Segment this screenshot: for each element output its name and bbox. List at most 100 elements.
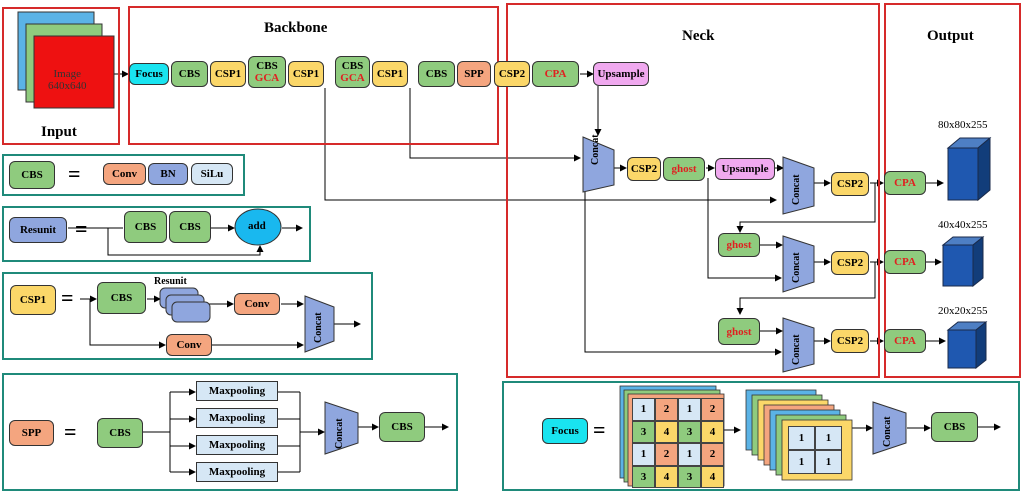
- input-image-line1: Image: [53, 68, 81, 80]
- focus-grid-cell: 2: [655, 398, 678, 421]
- csp2-block: CSP2: [831, 251, 869, 275]
- concat-label: Concat: [791, 174, 802, 205]
- csp1-block: CSP1: [288, 61, 324, 87]
- concat-label: Concat: [882, 416, 893, 447]
- bn-block: BN: [148, 163, 188, 185]
- csp2-block: CSP2: [494, 61, 530, 87]
- resunit-label: Resunit: [154, 276, 187, 287]
- focus-grid-cell: 3: [678, 420, 701, 443]
- cpa-block: CPA: [884, 329, 926, 353]
- input-image-label: Image 640x640: [48, 68, 87, 92]
- maxpooling-block: Maxpooling: [196, 462, 278, 482]
- output-size-label: 80x80x255: [938, 119, 988, 131]
- focus-block: Focus: [542, 418, 588, 444]
- input-image-line2: 640x640: [48, 80, 87, 92]
- csp2-block: CSP2: [831, 329, 869, 353]
- spp-legend-frame: [2, 373, 458, 491]
- maxpooling-block: Maxpooling: [196, 408, 278, 428]
- cbs-gca-block: CBS GCA: [335, 56, 370, 88]
- resunit-block: Resunit: [9, 217, 67, 243]
- csp2-block: CSP2: [627, 157, 661, 181]
- backbone-title: Backbone: [264, 20, 328, 36]
- cbs-block: CBS: [97, 418, 143, 448]
- cbs-block: CBS: [9, 161, 55, 189]
- add-label: add: [248, 220, 266, 232]
- ghost-block: ghost: [718, 233, 760, 257]
- focus-slice-cell: 1: [815, 450, 842, 474]
- cbs-legend-frame: [2, 154, 245, 196]
- concat-label: Concat: [791, 334, 802, 365]
- ghost-block: ghost: [718, 318, 760, 345]
- focus-grid-cell: 3: [678, 465, 701, 488]
- silu-block: SiLu: [191, 163, 233, 185]
- cbs-block: CBS: [171, 61, 208, 87]
- concat-shape: [582, 136, 615, 193]
- maxpooling-block: Maxpooling: [196, 435, 278, 455]
- csp2-block: CSP2: [831, 172, 869, 196]
- cpa-block: CPA: [884, 250, 926, 274]
- equals-sign: =: [75, 216, 88, 241]
- csp1-block: CSP1: [372, 61, 408, 87]
- focus-grid-cell: 1: [678, 443, 701, 466]
- focus-grid-cell: 2: [655, 443, 678, 466]
- focus-grid-cell: 1: [632, 398, 655, 421]
- csp1-block: CSP1: [210, 61, 246, 87]
- resunit-legend-frame: [2, 206, 311, 262]
- focus-grid-cell: 1: [632, 443, 655, 466]
- focus-slice-cell: 1: [788, 450, 815, 474]
- focus-grid-cell: 4: [701, 465, 724, 488]
- cpa-block: CPA: [532, 61, 579, 87]
- focus-grid-cell: 2: [701, 398, 724, 421]
- equals-sign: =: [593, 417, 606, 442]
- csp1-block: CSP1: [10, 285, 56, 315]
- cbs-label: CBS: [341, 60, 364, 72]
- cbs-block: CBS: [169, 211, 211, 243]
- maxpooling-block: Maxpooling: [196, 381, 278, 401]
- conv-block: Conv: [166, 334, 212, 356]
- cbs-block: CBS: [418, 61, 455, 87]
- output-title: Output: [927, 28, 974, 44]
- spp-block: SPP: [457, 61, 491, 87]
- focus-legend-frame: [502, 381, 1020, 491]
- upsample-block: Upsample: [593, 62, 649, 86]
- cbs-label: CBS: [256, 60, 278, 72]
- neck-title: Neck: [682, 28, 715, 44]
- gca-label: GCA: [340, 72, 365, 84]
- concat-label: Concat: [791, 252, 802, 283]
- equals-sign: =: [61, 285, 74, 310]
- conv-block: Conv: [103, 163, 146, 185]
- upsample-block: Upsample: [715, 158, 775, 180]
- focus-grid-cell: 4: [655, 420, 678, 443]
- output-size-label: 20x20x255: [938, 305, 988, 317]
- focus-grid-cell: 1: [678, 398, 701, 421]
- equals-sign: =: [64, 419, 77, 444]
- focus-grid-cell: 4: [701, 420, 724, 443]
- neck-frame: [506, 3, 880, 378]
- spp-block: SPP: [9, 420, 54, 446]
- focus-block: Focus: [129, 63, 169, 85]
- gca-label: GCA: [254, 72, 280, 84]
- concat-label: Concat: [334, 418, 345, 449]
- csp1-legend-frame: [2, 272, 373, 360]
- focus-slice-cell: 1: [788, 426, 815, 450]
- focus-grid-cell: 3: [632, 420, 655, 443]
- focus-slice-cell: 1: [815, 426, 842, 450]
- ghost-block: ghost: [663, 157, 705, 181]
- cbs-block: CBS: [379, 412, 425, 442]
- conv-block: Conv: [234, 293, 280, 315]
- cbs-block: CBS: [931, 412, 978, 442]
- concat-label: Concat: [313, 312, 324, 343]
- equals-sign: =: [68, 161, 81, 186]
- cbs-gca-block: CBS GCA: [248, 56, 286, 88]
- cpa-block: CPA: [884, 171, 926, 195]
- output-size-label: 40x40x255: [938, 219, 988, 231]
- concat-label: Concat: [590, 134, 601, 165]
- focus-grid-cell: 3: [632, 465, 655, 488]
- focus-grid-cell: 4: [655, 465, 678, 488]
- cbs-block: CBS: [97, 282, 146, 314]
- input-frame: [2, 7, 120, 145]
- focus-grid-cell: 2: [701, 443, 724, 466]
- cbs-block: CBS: [124, 211, 167, 243]
- input-title: Input: [41, 124, 77, 140]
